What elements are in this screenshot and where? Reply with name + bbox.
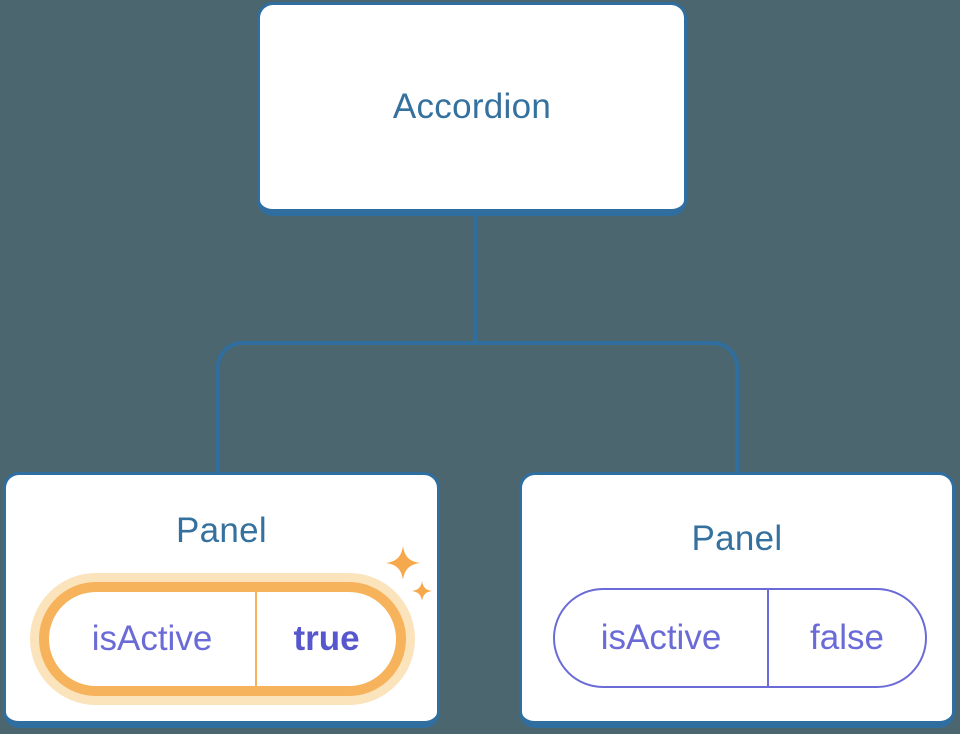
state-pill-highlight-glow: isActive true — [30, 573, 415, 705]
accordion-node: Accordion — [257, 2, 687, 216]
state-value-label: false — [810, 618, 884, 657]
panel-node-label: Panel — [691, 519, 783, 558]
state-name-cell: isActive — [49, 592, 257, 686]
accordion-node-label: Accordion — [392, 87, 552, 126]
state-pill-inactive: isActive false — [553, 588, 927, 688]
tree-connector-branches — [216, 341, 739, 472]
panel-node-active: Panel isActive true — [3, 472, 440, 728]
sparkle-icon — [411, 581, 433, 601]
state-pill-active: isActive true — [39, 582, 406, 696]
state-value-cell: false — [769, 590, 925, 686]
state-name-label: isActive — [91, 619, 213, 658]
state-value-label: true — [293, 619, 360, 658]
sparkle-icon — [385, 546, 421, 580]
panel-node-label: Panel — [175, 511, 268, 550]
state-name-label: isActive — [600, 618, 722, 657]
state-value-cell: true — [257, 592, 396, 686]
tree-connector-stem — [473, 214, 477, 345]
panel-node-inactive: Panel isActive false — [519, 472, 955, 728]
state-name-cell: isActive — [555, 590, 769, 686]
